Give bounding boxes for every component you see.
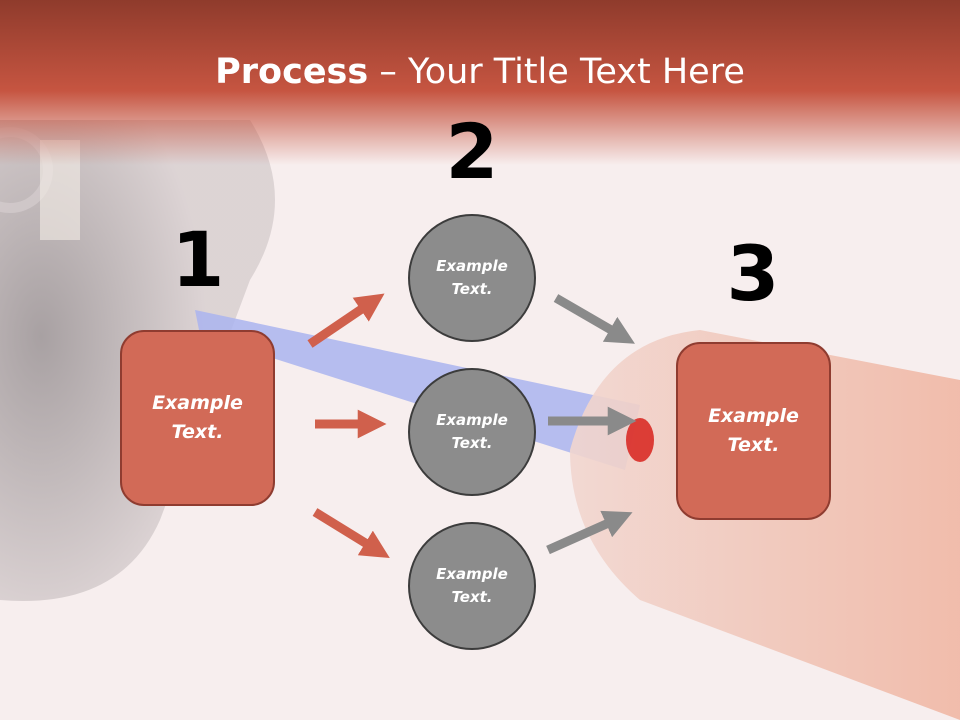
title-bold: Process — [215, 52, 369, 92]
step-number-3: 3 — [726, 229, 780, 318]
arrow-bottom-to-right — [546, 510, 633, 555]
circle-bottom: Example Text. — [408, 522, 536, 650]
circle-middle-line1: Example — [436, 411, 508, 429]
title-bar: Process – Your Title Text Here — [0, 0, 960, 150]
left-box-line2: Text. — [171, 421, 224, 443]
circle-top-line1: Example — [436, 257, 508, 275]
circle-top-line2: Text. — [451, 280, 493, 298]
right-box-line2: Text. — [727, 434, 780, 456]
circle-top: Example Text. — [408, 214, 536, 342]
circle-middle: Example Text. — [408, 368, 536, 496]
circle-bottom-line1: Example — [436, 565, 508, 583]
step-number-2: 2 — [445, 107, 499, 196]
arrow-left-to-bottom — [312, 508, 390, 559]
left-box-line1: Example — [152, 392, 243, 414]
arrow-left-to-top — [307, 293, 385, 348]
left-box: Example Text. — [120, 330, 275, 506]
circle-middle-line2: Text. — [451, 434, 493, 452]
left-box-text: Example Text. — [152, 389, 243, 447]
circle-bottom-line2: Text. — [451, 588, 493, 606]
step-number-1: 1 — [171, 215, 225, 304]
title-rest: – Your Title Text Here — [368, 52, 745, 92]
right-box: Example Text. — [676, 342, 831, 520]
slide-title: Process – Your Title Text Here — [215, 52, 745, 150]
right-box-text: Example Text. — [708, 402, 799, 460]
arrow-top-to-right — [553, 294, 635, 344]
right-box-line1: Example — [708, 405, 799, 427]
